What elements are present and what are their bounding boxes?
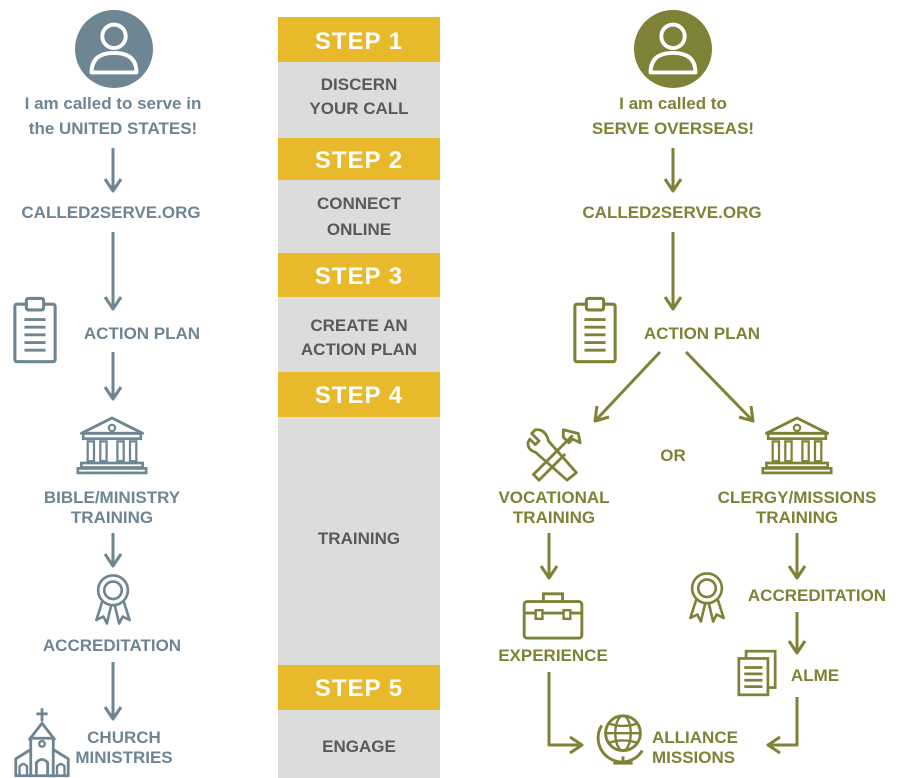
- step-1-header-bar: [278, 17, 440, 62]
- step-2-desc-box: [278, 180, 440, 253]
- clipboard-icon: [13, 296, 57, 364]
- us-engage-line-2: MINISTRIES: [75, 748, 172, 767]
- clipboard-icon: [573, 296, 617, 364]
- step-5-desc-box: [278, 710, 440, 778]
- vocational-training-line-1: VOCATIONAL: [498, 488, 609, 507]
- globe-icon: [596, 714, 644, 765]
- us-accreditation-label: ACCREDITATION: [43, 636, 181, 655]
- step-4-header: STEP 4: [315, 382, 403, 409]
- person-avatar-icon: [75, 10, 153, 88]
- overseas-arrows: [539, 148, 807, 755]
- step-5-header: STEP 5: [315, 675, 403, 702]
- step-3-header-bar: [278, 253, 440, 297]
- us-arrows: [103, 148, 123, 721]
- step-2-header-bar: [278, 138, 440, 180]
- experience-label: EXPERIENCE: [498, 646, 608, 665]
- step-5-desc-line-1: ENGAGE: [322, 737, 396, 756]
- overseas-action-plan-label: ACTION PLAN: [644, 324, 760, 343]
- toolbox-icon: [522, 592, 584, 640]
- us-intro-line-1: I am called to serve in: [25, 94, 202, 113]
- step-4-desc-box: [278, 417, 440, 665]
- step-5-header-bar: [278, 665, 440, 710]
- vocational-training-line-2: TRAINING: [513, 508, 595, 527]
- step-2-desc-line-1: CONNECT: [317, 194, 402, 213]
- step-3-desc-line-1: CREATE AN: [310, 316, 407, 335]
- us-path: I am called to serve in the UNITED STATE…: [13, 10, 202, 778]
- overseas-path: I am called to SERVE OVERSEAS! CALLED2SE…: [498, 10, 886, 767]
- us-training-line-2: TRAINING: [71, 508, 153, 527]
- step-4-header-bar: [278, 372, 440, 417]
- institution-building-icon: [76, 416, 148, 475]
- step-1-desc-line-1: DISCERN: [321, 75, 398, 94]
- us-training-line-1: BIBLE/MINISTRY: [44, 488, 181, 507]
- award-ribbon-icon: [95, 574, 131, 625]
- us-action-plan-label: ACTION PLAN: [84, 324, 200, 343]
- us-intro-line-2: the UNITED STATES!: [29, 119, 197, 138]
- overseas-accreditation-label: ACCREDITATION: [748, 586, 886, 605]
- overseas-website-label: CALLED2SERVE.ORG: [582, 203, 761, 222]
- step-4-desc-line-1: TRAINING: [318, 529, 400, 548]
- step-column: STEP 1 DISCERN YOUR CALL STEP 2 CONNECT …: [278, 17, 440, 778]
- or-label: OR: [660, 446, 686, 465]
- person-avatar-icon: [634, 10, 712, 88]
- church-icon: [14, 706, 70, 778]
- step-3-header: STEP 3: [315, 263, 403, 290]
- step-1-desc-line-2: YOUR CALL: [309, 99, 408, 118]
- alliance-missions-line-2: MISSIONS: [652, 748, 735, 767]
- overseas-intro-line-1: I am called to: [619, 94, 727, 113]
- overseas-intro-line-2: SERVE OVERSEAS!: [592, 119, 754, 138]
- step-2-desc-line-2: ONLINE: [327, 220, 391, 239]
- alliance-missions-line-1: ALLIANCE: [652, 728, 738, 747]
- documents-icon: [737, 649, 777, 697]
- award-ribbon-icon: [689, 572, 725, 623]
- step-3-desc-line-2: ACTION PLAN: [301, 340, 417, 359]
- clergy-training-line-2: TRAINING: [756, 508, 838, 527]
- us-engage-line-1: CHURCH: [87, 728, 161, 747]
- us-website-label: CALLED2SERVE.ORG: [21, 203, 200, 222]
- alme-label: ALME: [791, 666, 839, 685]
- step-2-header: STEP 2: [315, 147, 403, 174]
- clergy-training-line-1: CLERGY/MISSIONS: [718, 488, 877, 507]
- institution-building-icon: [761, 416, 833, 475]
- step-1-header: STEP 1: [315, 28, 403, 55]
- step-1-desc-box: [278, 62, 440, 138]
- step-3-desc-box: [278, 297, 440, 372]
- wrench-hammer-icon: [526, 428, 582, 482]
